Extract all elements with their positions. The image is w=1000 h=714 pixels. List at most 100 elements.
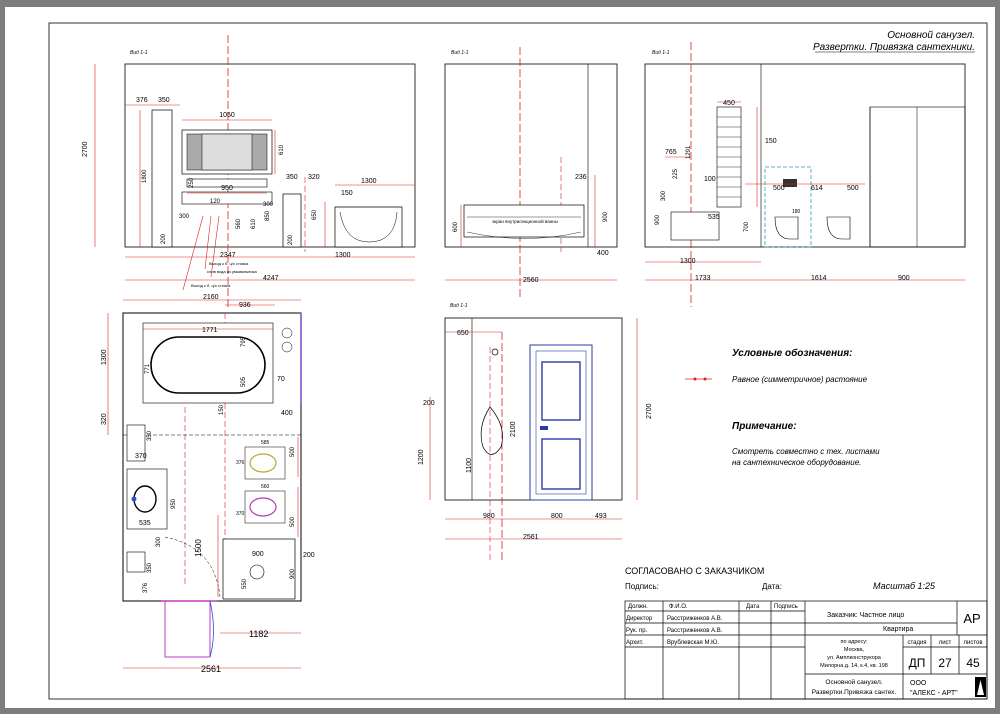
company-logo	[975, 677, 986, 697]
stamp-person: Расстриженков А.В.	[667, 616, 723, 622]
dim-label: 1771	[202, 327, 218, 334]
tall-cabinet	[151, 109, 173, 248]
dim-label: 300	[263, 202, 274, 208]
shower-tray-plan	[222, 538, 296, 600]
legend-equal-distance: Равное (симметричное) растояние	[732, 375, 868, 384]
sink-plan	[133, 485, 157, 513]
dim-label: 150	[219, 404, 225, 415]
elevation-view-3: Вид 1-1 450 150 765 1291 225	[644, 42, 966, 307]
stamp-code: АР	[963, 611, 980, 626]
dim-label: 2561	[523, 534, 539, 541]
dim-label: 2160	[203, 294, 219, 301]
dim-label: 2560	[523, 277, 539, 284]
dim-label: 150	[765, 138, 777, 145]
drawing-canvas: Основной санузел. Развертки. Привязка са…	[48, 22, 988, 700]
stamp-sheet-label: лист	[939, 640, 952, 646]
bidet-plan	[249, 497, 277, 517]
dim-label: 180	[792, 209, 801, 215]
stamp-stage-label: стадия	[907, 640, 926, 646]
dim-label: 1300	[680, 258, 696, 265]
stamp-person: Расстриженков А.В.	[667, 628, 723, 634]
dim-label: 300	[661, 190, 667, 201]
dim-label: 400	[597, 250, 609, 257]
shower-mixer	[480, 406, 503, 455]
door-elevation	[529, 344, 593, 501]
door-plan	[164, 601, 211, 658]
dim-label: 900	[290, 568, 296, 579]
shower-glass	[869, 106, 966, 248]
dim-label: 2561	[201, 664, 221, 674]
dim-label: 70	[277, 376, 285, 383]
dim-label: 500	[290, 516, 296, 527]
stamp-header: Подпись	[774, 604, 798, 610]
dim-label: 2700	[646, 403, 653, 419]
note-line: Смотреть совместно с тех. листами	[732, 447, 880, 456]
title-block-text: Должн. Ф.И.О. Дата Подпись Директор Расс…	[626, 604, 983, 697]
plumbing-note: слив вода из умывальника	[207, 269, 257, 274]
dim-label: 1300	[101, 349, 108, 365]
dim-label: 376	[136, 97, 148, 104]
sheet-header-line1: Основной санузел.	[887, 30, 975, 41]
dim-label: 950	[171, 498, 177, 509]
view-label: Вид 1-1	[652, 50, 670, 56]
dim-label: 900	[898, 275, 910, 282]
stamp-sheets-label: листов	[963, 640, 982, 646]
agreed-label: СОГЛАСОВАНО С ЗАКАЗЧИКОМ	[625, 566, 764, 576]
wall-outline	[124, 63, 416, 248]
toilet-plan	[249, 453, 277, 473]
dim-label: 1200	[418, 449, 425, 465]
approval-block: СОГЛАСОВАНО С ЗАКАЗЧИКОМ Подпись: Дата: …	[625, 566, 936, 591]
dim-label: 771	[145, 363, 151, 374]
dim-label: 320	[308, 174, 320, 181]
view-label: Вид 1-1	[450, 303, 468, 309]
signature-label: Подпись:	[625, 582, 659, 591]
dim-label: 1800	[142, 169, 148, 183]
stamp-stage: ДП	[909, 656, 926, 670]
stamp-object: Квартира	[883, 626, 913, 633]
dim-label: 200	[303, 552, 315, 559]
dim-label: 250	[189, 177, 195, 188]
wc-installation	[764, 166, 812, 248]
view-label: Вид 1-1	[451, 50, 469, 56]
stamp-person: Врублевская М.Ю.	[667, 640, 719, 646]
dim-label: 950	[221, 185, 233, 192]
dim-label: 225	[673, 168, 679, 179]
stamp-address: по адресу:	[841, 639, 868, 645]
dim-label: 200	[288, 234, 294, 245]
bath-screen-label: экран внутрисекционной ванны	[492, 218, 558, 224]
dim-label: 500	[773, 185, 785, 192]
dim-label: 350	[286, 174, 298, 181]
elevation-view-4: Вид 1-1 650 2700 200 2100 1200 1100 980 …	[418, 303, 653, 562]
bathtub-front	[463, 204, 585, 238]
dim-label: 765	[665, 149, 677, 156]
dim-label: 450	[723, 100, 735, 107]
dim-label: 370	[236, 511, 245, 517]
dim-label: 400	[281, 410, 293, 417]
dim-label: 200	[423, 400, 435, 407]
dim-label: 500	[290, 446, 296, 457]
stamp-sheet-title: Основной санузел.	[825, 678, 882, 686]
plumbing-note: Выход к б. ц/х стояка	[209, 261, 249, 266]
dim-label: 350	[147, 562, 153, 573]
dim-label: 500	[847, 185, 859, 192]
dim-label: 120	[210, 199, 221, 205]
dim-label: 4247	[263, 275, 279, 282]
bathtub-end	[670, 211, 720, 241]
dim-label: 850	[265, 210, 271, 221]
dim-label: 585	[261, 440, 270, 446]
dim-label: 650	[457, 330, 469, 337]
dim-label: 1614	[811, 275, 827, 282]
stamp-role: Директор	[626, 616, 653, 622]
dim-label: 505	[241, 376, 247, 387]
dim-label: 1182	[249, 629, 268, 639]
dim-label: 1500	[194, 539, 203, 557]
dim-label: 2347	[220, 252, 236, 259]
stamp-address: Москва,	[844, 647, 865, 653]
date-label: Дата:	[762, 582, 782, 591]
wall-outline	[444, 63, 618, 248]
dim-label: 900	[603, 211, 609, 222]
stamp-sheet-count: 45	[966, 656, 980, 670]
elevation-view-2: Вид 1-1 экран внутрисекционной ванны 236…	[444, 47, 618, 297]
dim-label: 300	[156, 536, 162, 547]
vanity-cabinet	[181, 191, 273, 205]
